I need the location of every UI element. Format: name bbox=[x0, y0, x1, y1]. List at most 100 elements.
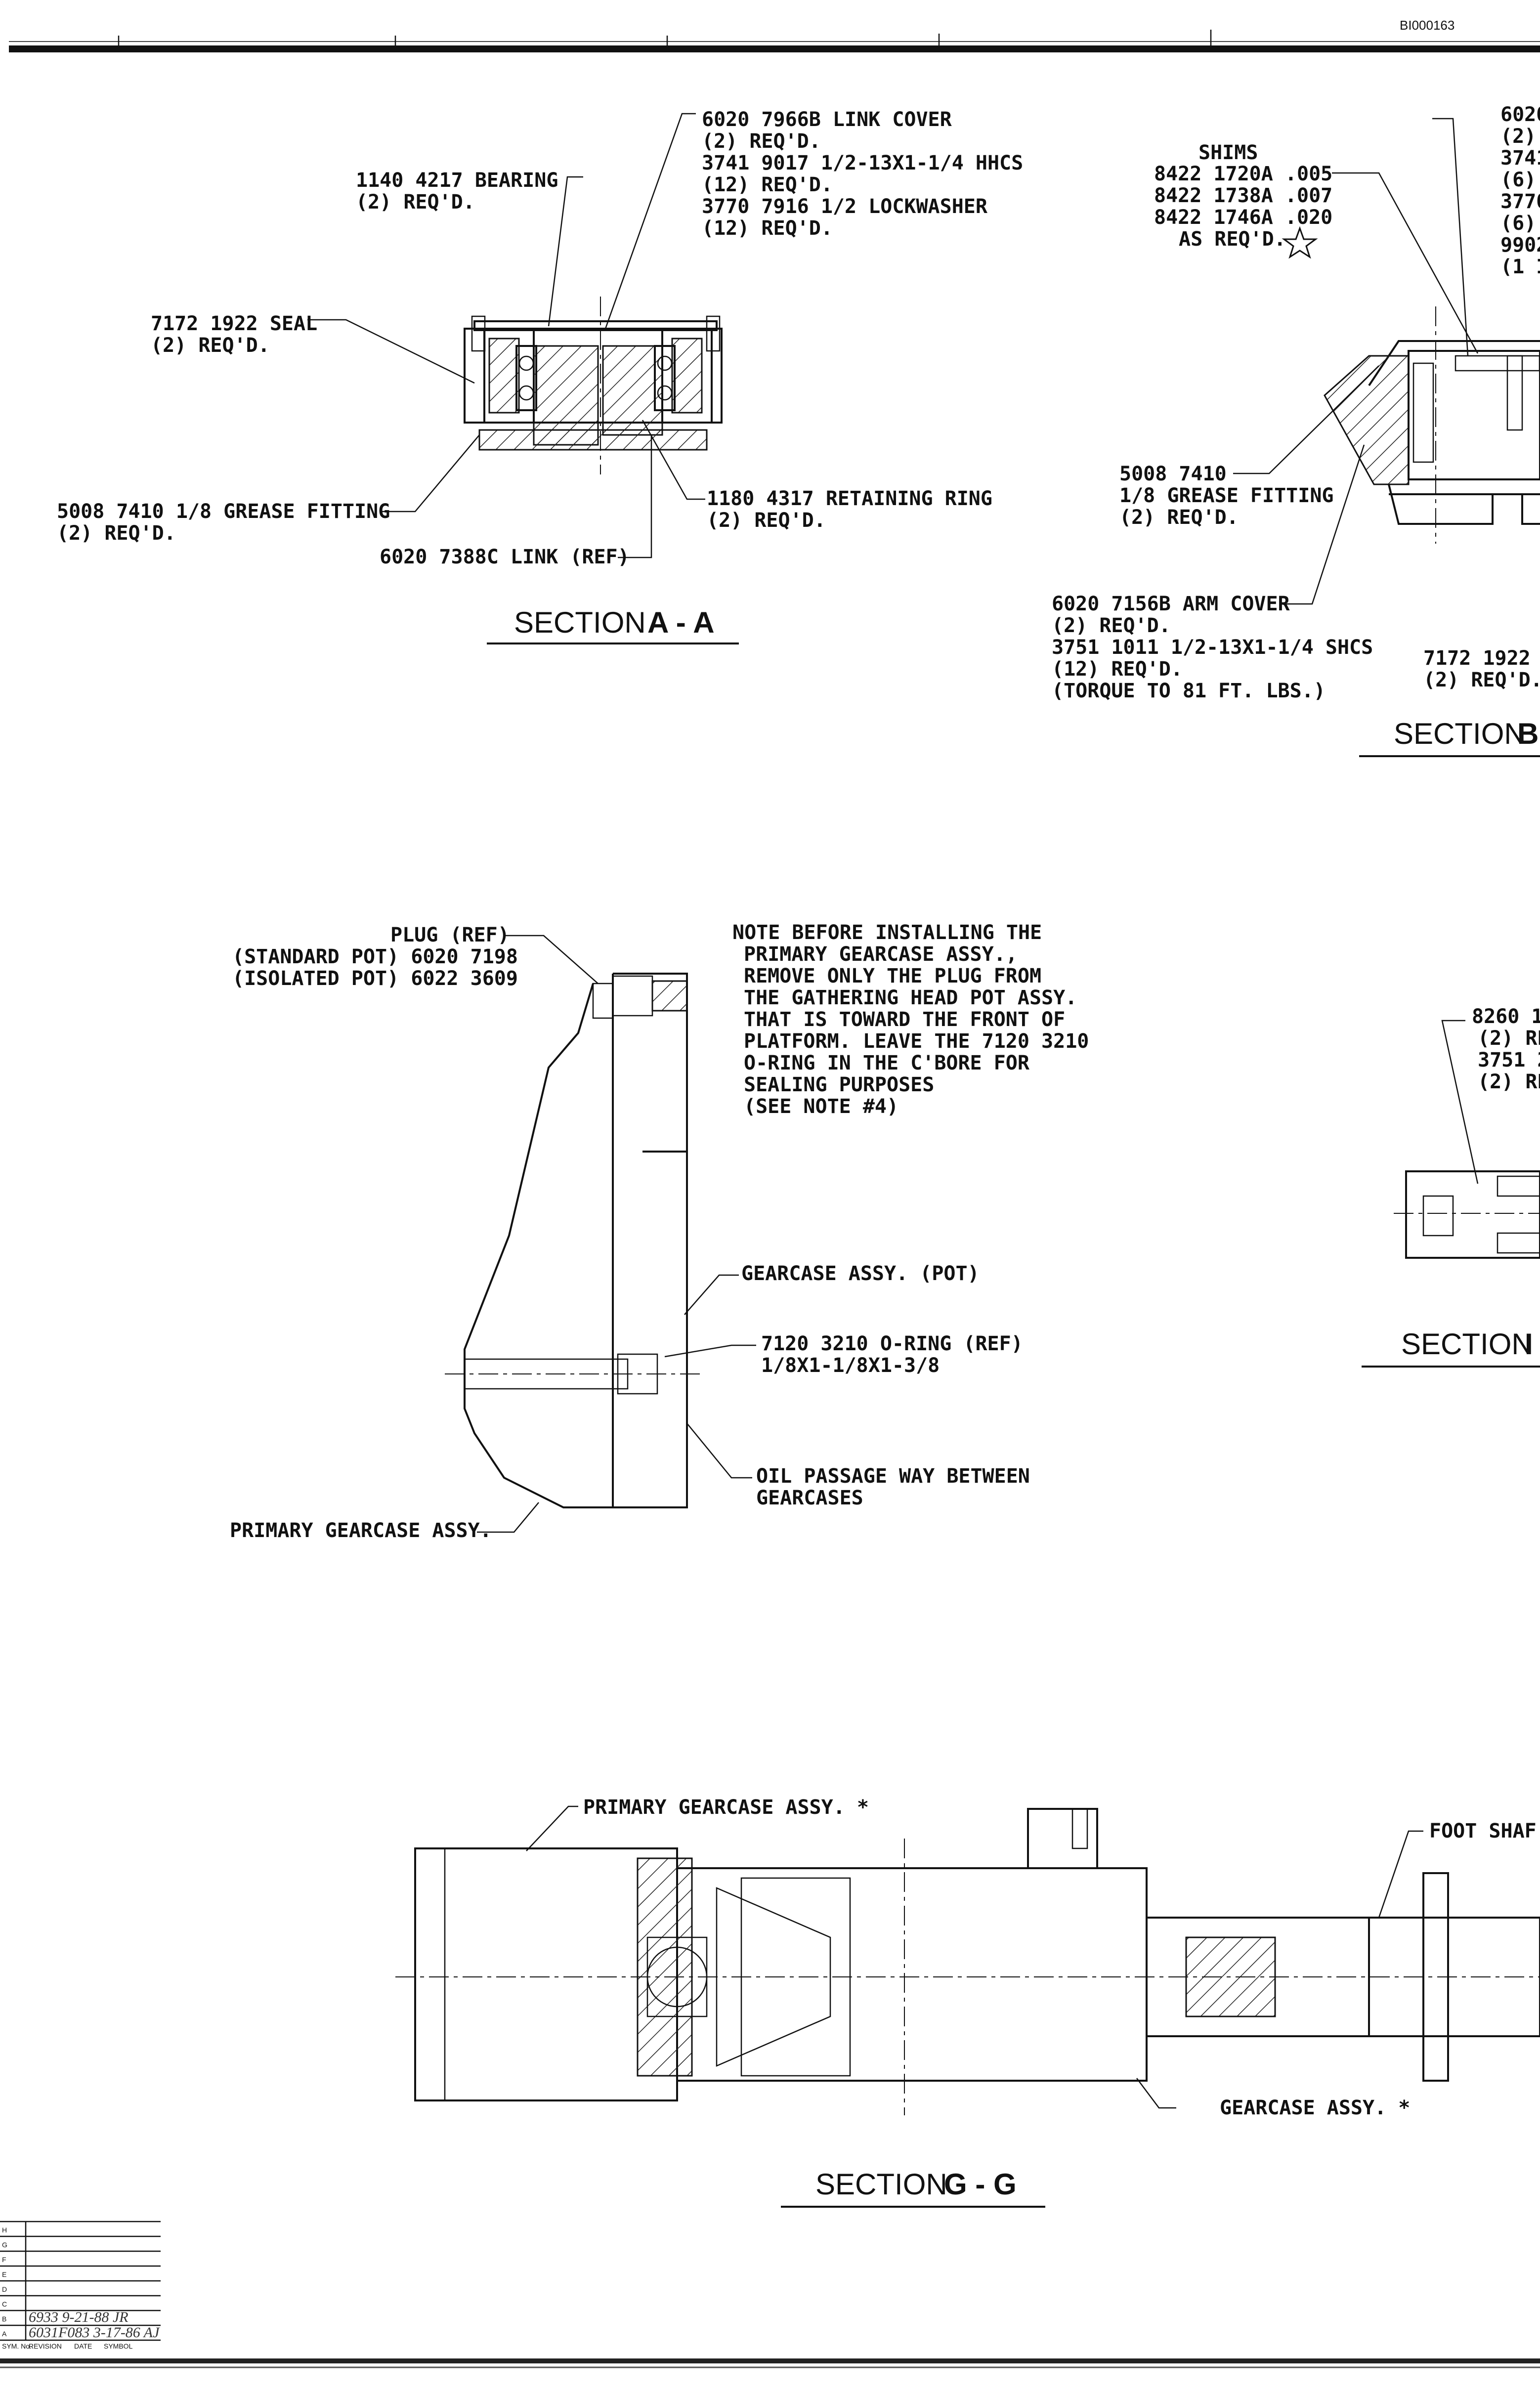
svg-text:(2) REQ'D.: (2) REQ'D. bbox=[356, 191, 475, 214]
svg-text:7172 1922 SEAL: 7172 1922 SEAL bbox=[151, 312, 317, 335]
svg-text:OIL PASSAGE WAY BETWEEN: OIL PASSAGE WAY BETWEEN bbox=[756, 1465, 1030, 1488]
svg-text:SECTION: SECTION bbox=[1401, 1327, 1533, 1361]
svg-text:THAT IS TOWARD THE FRONT OF: THAT IS TOWARD THE FRONT OF bbox=[744, 1008, 1065, 1031]
svg-text:SECTION: SECTION bbox=[815, 2168, 947, 2201]
svg-text:3751 2: 3751 2 bbox=[1478, 1049, 1540, 1071]
svg-text:(2) REQ'D.: (2) REQ'D. bbox=[1119, 506, 1239, 529]
svg-text:8422 1746A .020: 8422 1746A .020 bbox=[1154, 206, 1332, 229]
svg-text:THE GATHERING HEAD POT ASSY.: THE GATHERING HEAD POT ASSY. bbox=[744, 986, 1077, 1009]
svg-text:9902: 9902 bbox=[1500, 234, 1540, 257]
callout-right-mid: 8260 1 (2) RE 3751 2 (2) RE bbox=[1472, 1005, 1540, 1093]
svg-text:(SEE NOTE #4): (SEE NOTE #4) bbox=[744, 1095, 898, 1118]
svg-text:8422 1720A .005: 8422 1720A .005 bbox=[1154, 163, 1332, 185]
svg-text:1140 4217 BEARING: 1140 4217 BEARING bbox=[356, 169, 558, 192]
svg-text:O-RING IN THE C'BORE FOR: O-RING IN THE C'BORE FOR bbox=[744, 1052, 1030, 1074]
svg-text:PRIMARY GEARCASE ASSY.: PRIMARY GEARCASE ASSY. bbox=[230, 1519, 492, 1542]
svg-text:GEARCASES: GEARCASES bbox=[756, 1487, 863, 1509]
section-gg-drawing bbox=[395, 1805, 1540, 2115]
callout-grease-fitting: 5008 7410 1/8 GREASE FITTING (2) REQ'D. bbox=[57, 500, 390, 545]
revision-entry-a: 6031F083 3-17-86 AJ bbox=[29, 2324, 160, 2341]
callout-gg-primary: PRIMARY GEARCASE ASSY. * bbox=[583, 1796, 869, 1819]
svg-text:(12) REQ'D.: (12) REQ'D. bbox=[1052, 658, 1183, 681]
callout-arm-cover: 6020 7156B ARM COVER (2) REQ'D. 3751 101… bbox=[1052, 593, 1373, 702]
section-right-mid-title: SECTION I bbox=[1362, 1327, 1540, 1368]
svg-text:(ISOLATED POT) 6022 3609: (ISOLATED POT) 6022 3609 bbox=[232, 967, 518, 990]
svg-text:6020 7156B ARM COVER: 6020 7156B ARM COVER bbox=[1052, 593, 1290, 615]
note-block: NOTE BEFORE INSTALLING THE PRIMARY GEARC… bbox=[732, 921, 1089, 1118]
svg-text:C: C bbox=[2, 2300, 7, 2308]
svg-text:1180 4317 RETAINING RING: 1180 4317 RETAINING RING bbox=[707, 487, 992, 510]
svg-text:F: F bbox=[2, 2256, 6, 2264]
svg-text:DATE: DATE bbox=[74, 2342, 92, 2350]
svg-text:8422 1738A .007: 8422 1738A .007 bbox=[1154, 184, 1332, 207]
svg-text:B: B bbox=[1517, 717, 1539, 750]
revision-entry-b: 6933 9-21-88 JR bbox=[29, 2309, 128, 2325]
revision-block: H G F E D C B A 6933 9-21-88 JR 6031F083… bbox=[0, 2221, 161, 2350]
svg-text:1/8 GREASE FITTING: 1/8 GREASE FITTING bbox=[1119, 484, 1333, 507]
section-bb-title: SECTION B bbox=[1359, 717, 1540, 757]
gearcase-pot-drawing bbox=[445, 935, 756, 1533]
svg-text:REVISION: REVISION bbox=[29, 2342, 62, 2350]
callout-bb-grease-fitting: 5008 7410 1/8 GREASE FITTING (2) REQ'D. bbox=[1119, 463, 1333, 529]
svg-text:PLUG (REF): PLUG (REF) bbox=[390, 924, 510, 946]
callout-o-ring: 7120 3210 O-RING (REF) 1/8X1-1/8X1-3/8 bbox=[761, 1332, 1023, 1377]
callout-shims: SHIMS 8422 1720A .005 8422 1738A .007 84… bbox=[1154, 141, 1332, 259]
callout-link: 6020 7388C LINK (REF) bbox=[380, 546, 630, 568]
callout-gg-gearcase: GEARCASE ASSY. * bbox=[1220, 2097, 1410, 2119]
svg-text:SECTION: SECTION bbox=[1394, 717, 1526, 750]
svg-text:G - G: G - G bbox=[944, 2168, 1017, 2201]
svg-text:SECTION: SECTION bbox=[514, 606, 646, 639]
svg-text:(2) REQ'D.: (2) REQ'D. bbox=[57, 522, 176, 545]
svg-text:3741 9017 1/2-13X1-1/4 HHCS: 3741 9017 1/2-13X1-1/4 HHCS bbox=[702, 152, 1023, 174]
svg-text:A - A: A - A bbox=[647, 606, 715, 639]
svg-text:GEARCASE ASSY. (POT): GEARCASE ASSY. (POT) bbox=[741, 1262, 980, 1285]
svg-text:(STANDARD POT) 6020 7198: (STANDARD POT) 6020 7198 bbox=[232, 945, 518, 968]
svg-text:5008 7410: 5008 7410 bbox=[1119, 463, 1227, 485]
section-gg-title: SECTION G - G bbox=[781, 2168, 1045, 2208]
svg-text:6020 7966B LINK COVER: 6020 7966B LINK COVER bbox=[702, 108, 952, 131]
svg-text:SYMBOL: SYMBOL bbox=[104, 2342, 133, 2350]
svg-text:GEARCASE ASSY. *: GEARCASE ASSY. * bbox=[1220, 2097, 1410, 2119]
svg-text:(TORQUE TO 81 FT. LBS.): (TORQUE TO 81 FT. LBS.) bbox=[1052, 680, 1326, 702]
svg-text:SYM. No.: SYM. No. bbox=[2, 2342, 32, 2350]
svg-text:(6): (6) bbox=[1500, 212, 1536, 235]
svg-text:3751 1011 1/2-13X1-1/4 SHCS: 3751 1011 1/2-13X1-1/4 SHCS bbox=[1052, 636, 1373, 659]
svg-text:(2): (2) bbox=[1500, 125, 1536, 148]
callout-seal: 7172 1922 SEAL (2) REQ'D. bbox=[151, 312, 317, 357]
svg-text:(2) REQ'D.: (2) REQ'D. bbox=[151, 334, 270, 357]
svg-text:(2) RE: (2) RE bbox=[1478, 1027, 1540, 1050]
svg-text:(2) RE: (2) RE bbox=[1478, 1071, 1540, 1093]
callout-oil-passage: OIL PASSAGE WAY BETWEEN GEARCASES bbox=[756, 1465, 1030, 1509]
callout-gearcase-pot: GEARCASE ASSY. (POT) bbox=[741, 1262, 980, 1285]
callout-foot-shaft: FOOT SHAF bbox=[1429, 1820, 1537, 1842]
svg-text:(2) REQ'D.: (2) REQ'D. bbox=[1052, 614, 1171, 637]
svg-text:(12) REQ'D.: (12) REQ'D. bbox=[702, 217, 833, 240]
svg-text:6020 7388C LINK (REF): 6020 7388C LINK (REF) bbox=[380, 546, 630, 568]
svg-text:REMOVE ONLY THE PLUG FROM: REMOVE ONLY THE PLUG FROM bbox=[744, 965, 1041, 987]
svg-text:3770 7916 1/2 LOCKWASHER: 3770 7916 1/2 LOCKWASHER bbox=[702, 195, 988, 218]
star-icon bbox=[1282, 226, 1318, 259]
svg-text:7120 3210 O-RING (REF): 7120 3210 O-RING (REF) bbox=[761, 1332, 1023, 1355]
callout-primary-gearcase: PRIMARY GEARCASE ASSY. bbox=[230, 1519, 492, 1542]
svg-text:FOOT SHAF: FOOT SHAF bbox=[1429, 1820, 1537, 1842]
svg-text:(12) REQ'D.: (12) REQ'D. bbox=[702, 173, 833, 196]
svg-text:(6): (6) bbox=[1500, 169, 1536, 191]
callout-plug: PLUG (REF) (STANDARD POT) 6020 7198 (ISO… bbox=[232, 924, 518, 990]
svg-text:5008 7410 1/8 GREASE FITTING: 5008 7410 1/8 GREASE FITTING bbox=[57, 500, 390, 523]
svg-text:1/8X1-1/8X1-3/8: 1/8X1-1/8X1-3/8 bbox=[761, 1354, 940, 1377]
svg-text:AS REQ'D.: AS REQ'D. bbox=[1179, 228, 1286, 251]
section-aa-drawing bbox=[307, 113, 723, 558]
svg-text:8260 1: 8260 1 bbox=[1472, 1005, 1540, 1028]
svg-text:B: B bbox=[2, 2315, 6, 2323]
svg-text:G: G bbox=[2, 2241, 7, 2249]
svg-text:3770: 3770 bbox=[1500, 190, 1540, 213]
top-border: BI000163 bbox=[9, 18, 1540, 52]
svg-text:D: D bbox=[2, 2285, 7, 2293]
callout-bb-top-right: 6020 (2) 3741 (6) 3770 (6) 9902 (1 I bbox=[1500, 103, 1540, 278]
svg-text:PLATFORM. LEAVE THE 7120 3210: PLATFORM. LEAVE THE 7120 3210 bbox=[744, 1030, 1089, 1053]
svg-text:E: E bbox=[2, 2270, 6, 2278]
sheet-id: BI000163 bbox=[1400, 18, 1454, 33]
callout-bb-seal: 7172 1922 S (2) REQ'D. bbox=[1423, 647, 1540, 691]
svg-text:SEALING PURPOSES: SEALING PURPOSES bbox=[744, 1073, 934, 1096]
